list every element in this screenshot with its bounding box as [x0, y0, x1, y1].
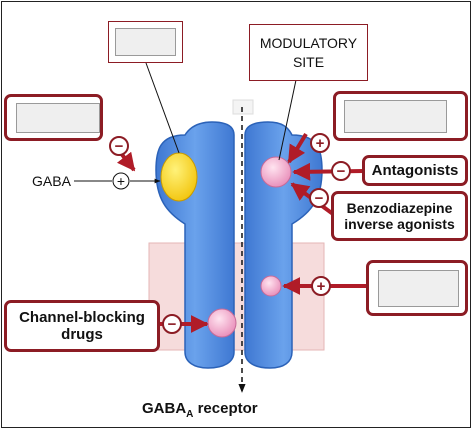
lower-right-label-box	[366, 260, 468, 316]
membrane	[148, 242, 325, 351]
lower-binding-site	[260, 275, 282, 297]
right-agonist-label-box	[333, 91, 468, 141]
top-left-label-box	[108, 21, 183, 63]
minus-sign-antagonists: −	[331, 161, 351, 181]
pointer-line-modulatory	[278, 79, 297, 161]
svg-text:−: −	[168, 316, 177, 333]
arrow-top-right	[287, 132, 308, 164]
receptor-caption-subscript: A	[186, 409, 194, 420]
channel-blocker-site	[207, 308, 237, 338]
modulatory-binding-site	[260, 156, 292, 188]
gaba-label: GABA	[32, 173, 71, 189]
plus-sign-gaba: +	[112, 172, 130, 190]
lower-right-blank-answer[interactable]	[378, 270, 459, 307]
inverse-agonists-text: Benzodiazepine inverse agonists	[344, 199, 455, 232]
receptor-caption-main: GABA	[142, 400, 187, 417]
plus-sign-top-right: +	[310, 133, 330, 153]
receptor-caption-suffix: receptor	[193, 400, 258, 417]
right-agonist-blank-answer[interactable]	[344, 100, 447, 133]
svg-text:+: +	[317, 278, 326, 295]
faint-marker	[232, 99, 254, 115]
left-agonist-label-box	[4, 94, 103, 141]
plus-sign-right-lower: +	[311, 276, 331, 296]
svg-text:−: −	[315, 190, 324, 207]
pointer-line-top-left	[145, 62, 180, 154]
inverse-agonists-label: Benzodiazepine inverse agonists	[331, 191, 468, 241]
antagonists-label: Antagonists	[362, 155, 468, 186]
channel-blocking-text: Channel-blocking drugs	[19, 308, 145, 343]
svg-text:+: +	[316, 135, 325, 152]
antagonists-text: Antagonists	[371, 161, 459, 179]
left-agonist-blank-answer[interactable]	[16, 103, 100, 133]
modulatory-site-label: MODULATORY SITE	[249, 24, 368, 81]
arrow-antagonists	[292, 162, 365, 181]
receptor-caption: GABAA receptor	[142, 400, 258, 420]
minus-sign-inverse-agonists: −	[309, 188, 329, 208]
channel-blocking-label: Channel-blocking drugs	[4, 300, 160, 352]
svg-text:−: −	[115, 138, 124, 155]
svg-text:−: −	[337, 163, 346, 180]
top-left-blank-answer[interactable]	[115, 28, 176, 56]
svg-text:+: +	[117, 173, 125, 189]
gaba-binding-site	[160, 152, 198, 202]
minus-sign-top-left: −	[109, 136, 129, 156]
minus-sign-channel-blocking: −	[162, 314, 182, 334]
modulatory-site-text: MODULATORY SITE	[259, 35, 358, 70]
